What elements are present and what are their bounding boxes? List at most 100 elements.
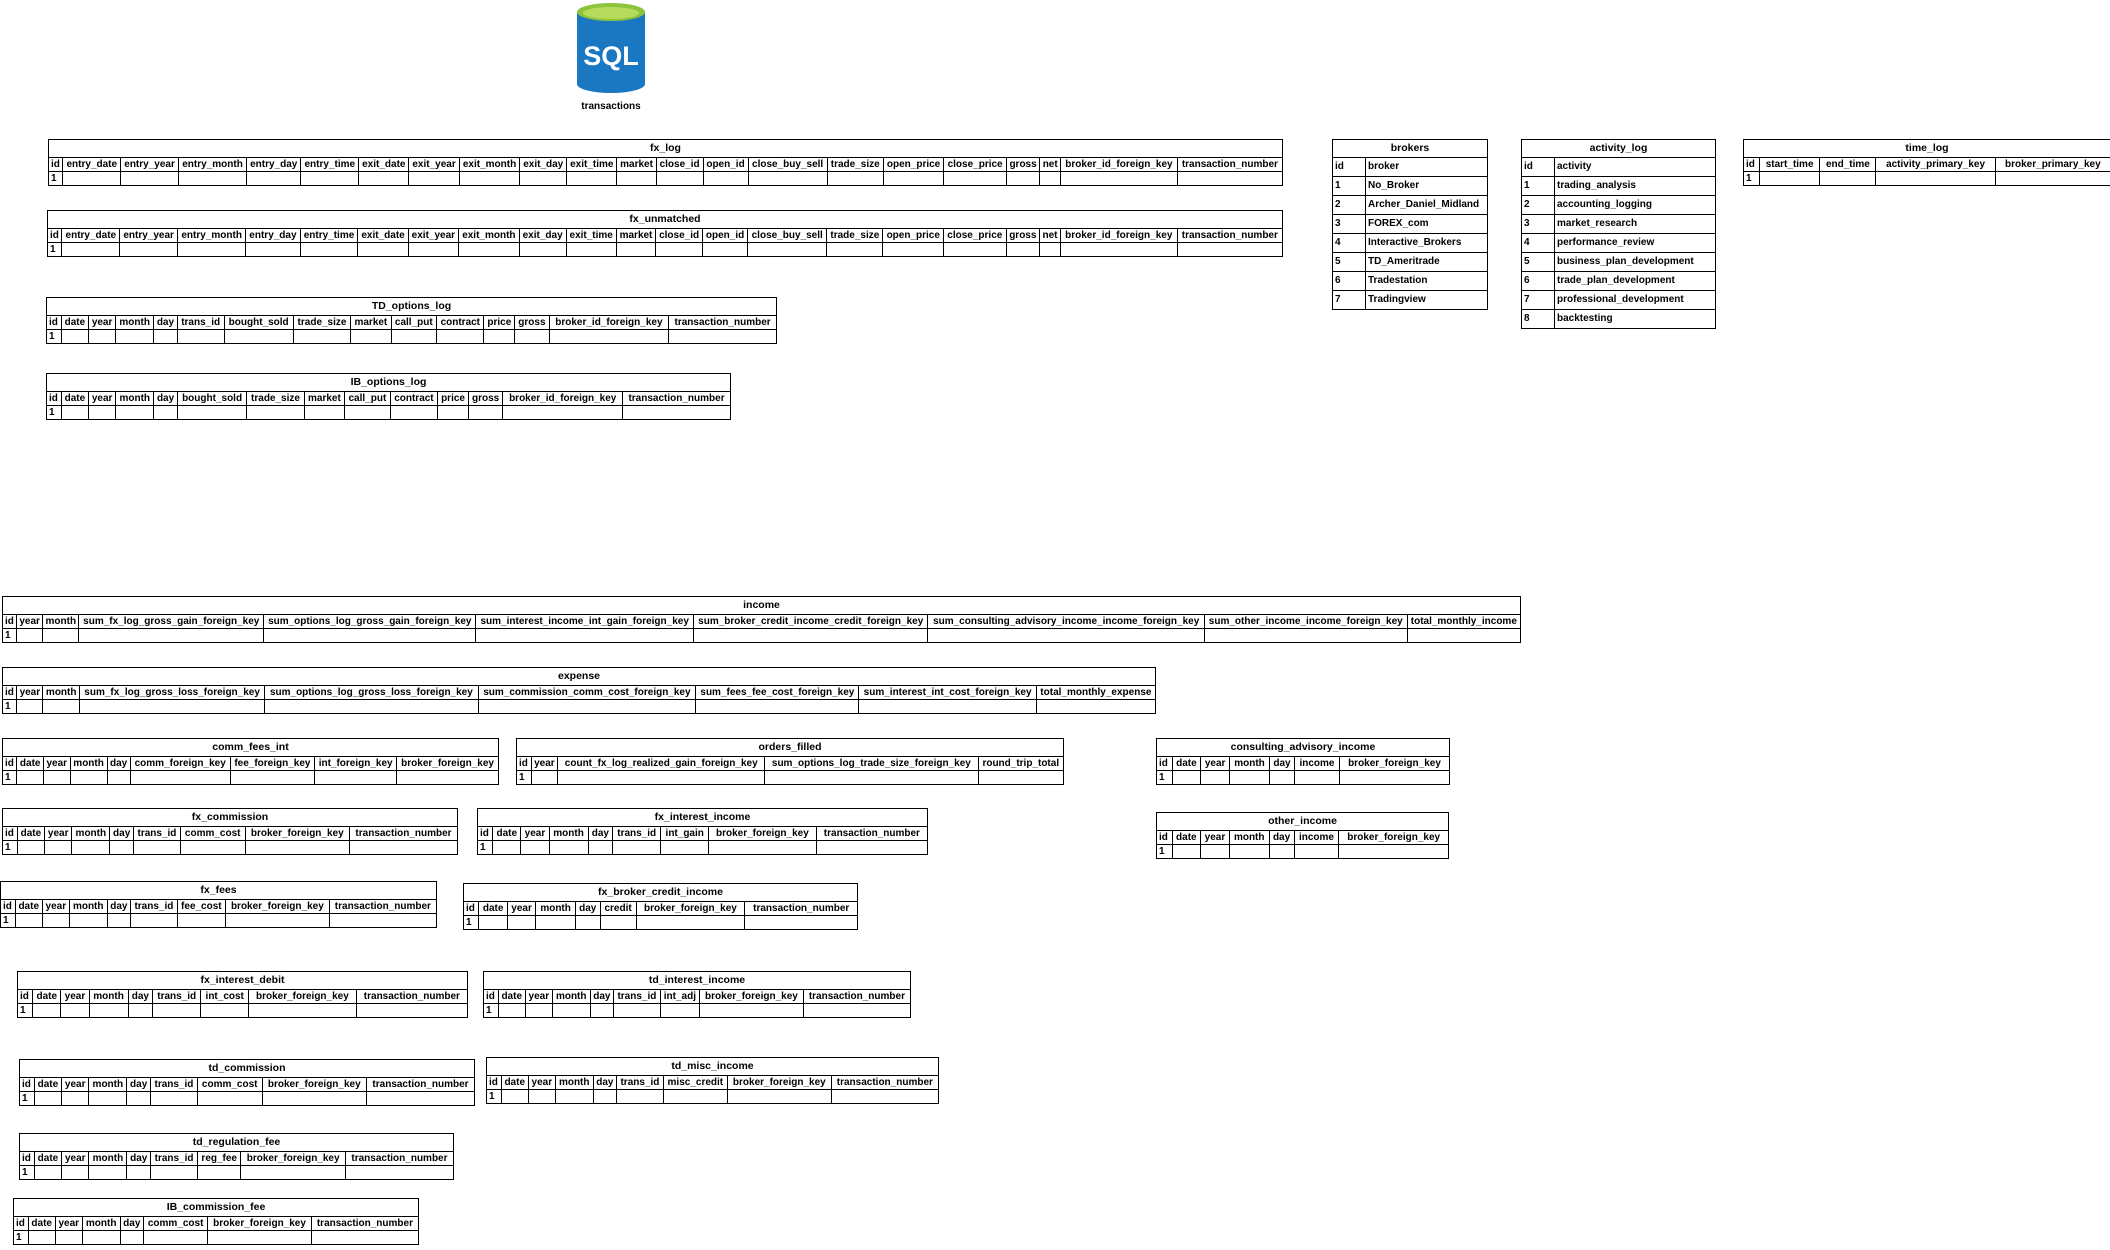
column-header: open_price	[882, 157, 945, 172]
column-header: transaction_number	[365, 1077, 474, 1092]
column-header: month	[68, 899, 108, 914]
column-header: id	[1333, 157, 1366, 177]
table-cell	[120, 171, 179, 185]
column-header: year	[88, 391, 117, 406]
table-title: IB_options_log	[350, 376, 427, 388]
column-header: month	[42, 614, 80, 629]
table-cell: 1	[49, 171, 64, 185]
table-title: IB_commission_fee	[166, 1201, 266, 1213]
table-cell	[78, 628, 265, 642]
column-header: year	[1200, 830, 1230, 845]
column-header: open_id	[702, 157, 749, 172]
table-cell	[565, 242, 617, 256]
column-header: broker_primary_key	[1994, 157, 2110, 172]
table-title: expense	[557, 670, 601, 682]
table-cell	[389, 405, 439, 419]
table-cell	[437, 405, 469, 419]
table-cell: business_plan_development	[1554, 252, 1715, 272]
table-cell	[197, 1165, 242, 1179]
column-header: month	[1229, 756, 1270, 771]
column-header: trans_id	[152, 989, 202, 1004]
column-header: date	[16, 756, 44, 771]
column-header: trans_id	[150, 1077, 198, 1092]
column-header: entry_year	[119, 228, 179, 243]
table-cell: Tradingview	[1365, 290, 1487, 309]
table-cell	[726, 1089, 832, 1103]
column-header: id	[20, 1077, 35, 1092]
column-header: month	[535, 901, 576, 916]
table-cell	[1171, 844, 1202, 858]
table-cell	[153, 329, 178, 343]
column-header: price	[483, 315, 516, 330]
table-cell	[492, 840, 522, 854]
column-header: id	[3, 614, 18, 629]
table-cell	[1268, 844, 1295, 858]
column-header: total_monthly_income	[1406, 614, 1520, 629]
table-cell	[200, 1003, 250, 1017]
table-cell	[1171, 770, 1202, 784]
table-cell	[44, 840, 73, 854]
table-cell	[119, 242, 179, 256]
column-header: credit	[599, 901, 637, 916]
column-header: trans_id	[613, 989, 661, 1004]
table-cell	[692, 628, 929, 642]
table-cell	[310, 1230, 418, 1244]
table-cell	[557, 770, 766, 784]
column-header: year	[1200, 756, 1231, 771]
table-cell	[16, 699, 44, 713]
table-cell: 1	[478, 840, 494, 854]
column-header: entry_year	[120, 157, 179, 172]
table-cell	[16, 628, 44, 642]
table-cell	[1176, 242, 1282, 256]
table-cell	[396, 770, 498, 784]
table-cell	[87, 329, 117, 343]
column-header: month	[115, 315, 155, 330]
column-header: round_trip_total	[977, 756, 1063, 771]
table-cell	[574, 915, 601, 929]
table-cell	[263, 628, 477, 642]
column-header: transaction_number	[815, 826, 927, 841]
column-header: broker_foreign_key	[708, 826, 817, 841]
table-cell	[615, 242, 657, 256]
table-cell	[467, 405, 504, 419]
column-header: day	[126, 1151, 152, 1166]
table-cell	[478, 915, 508, 929]
table-title: fx_commission	[191, 811, 269, 823]
table-cell	[264, 699, 479, 713]
column-header: sum_interest_income_int_gain_foreign_key	[475, 614, 694, 629]
column-header: close_buy_sell	[747, 228, 828, 243]
column-header: net	[1039, 157, 1062, 172]
column-header: year	[43, 756, 71, 771]
table-cell	[599, 915, 637, 929]
table-cell: Tradestation	[1365, 271, 1487, 291]
table-cell	[42, 628, 80, 642]
table-cell	[1200, 844, 1230, 858]
column-header: day	[1268, 830, 1295, 845]
table-cell	[357, 242, 409, 256]
table-cell	[826, 171, 884, 185]
table-cell	[16, 840, 46, 854]
column-header: int_adj	[659, 989, 701, 1004]
column-header: transaction_number	[348, 826, 457, 841]
column-header: broker_id_foreign_key	[1059, 228, 1178, 243]
column-header: id	[478, 826, 494, 841]
column-header: exit_year	[408, 157, 460, 172]
table-cell	[744, 915, 857, 929]
column-header: trade_size	[826, 157, 884, 172]
table-cell	[303, 405, 346, 419]
column-header: month	[554, 1075, 594, 1090]
column-header: transaction_number	[310, 1216, 418, 1231]
table-cell	[365, 1091, 474, 1105]
table-cell	[60, 1003, 90, 1017]
table-cell: 8	[1522, 309, 1555, 328]
table-cell	[207, 1230, 312, 1244]
column-header: id	[464, 901, 480, 916]
table-cell	[407, 242, 460, 256]
column-header: transaction_number	[802, 989, 910, 1004]
table-cell	[830, 1089, 938, 1103]
table-cell	[196, 1091, 263, 1105]
column-header: transaction_number	[830, 1075, 938, 1090]
